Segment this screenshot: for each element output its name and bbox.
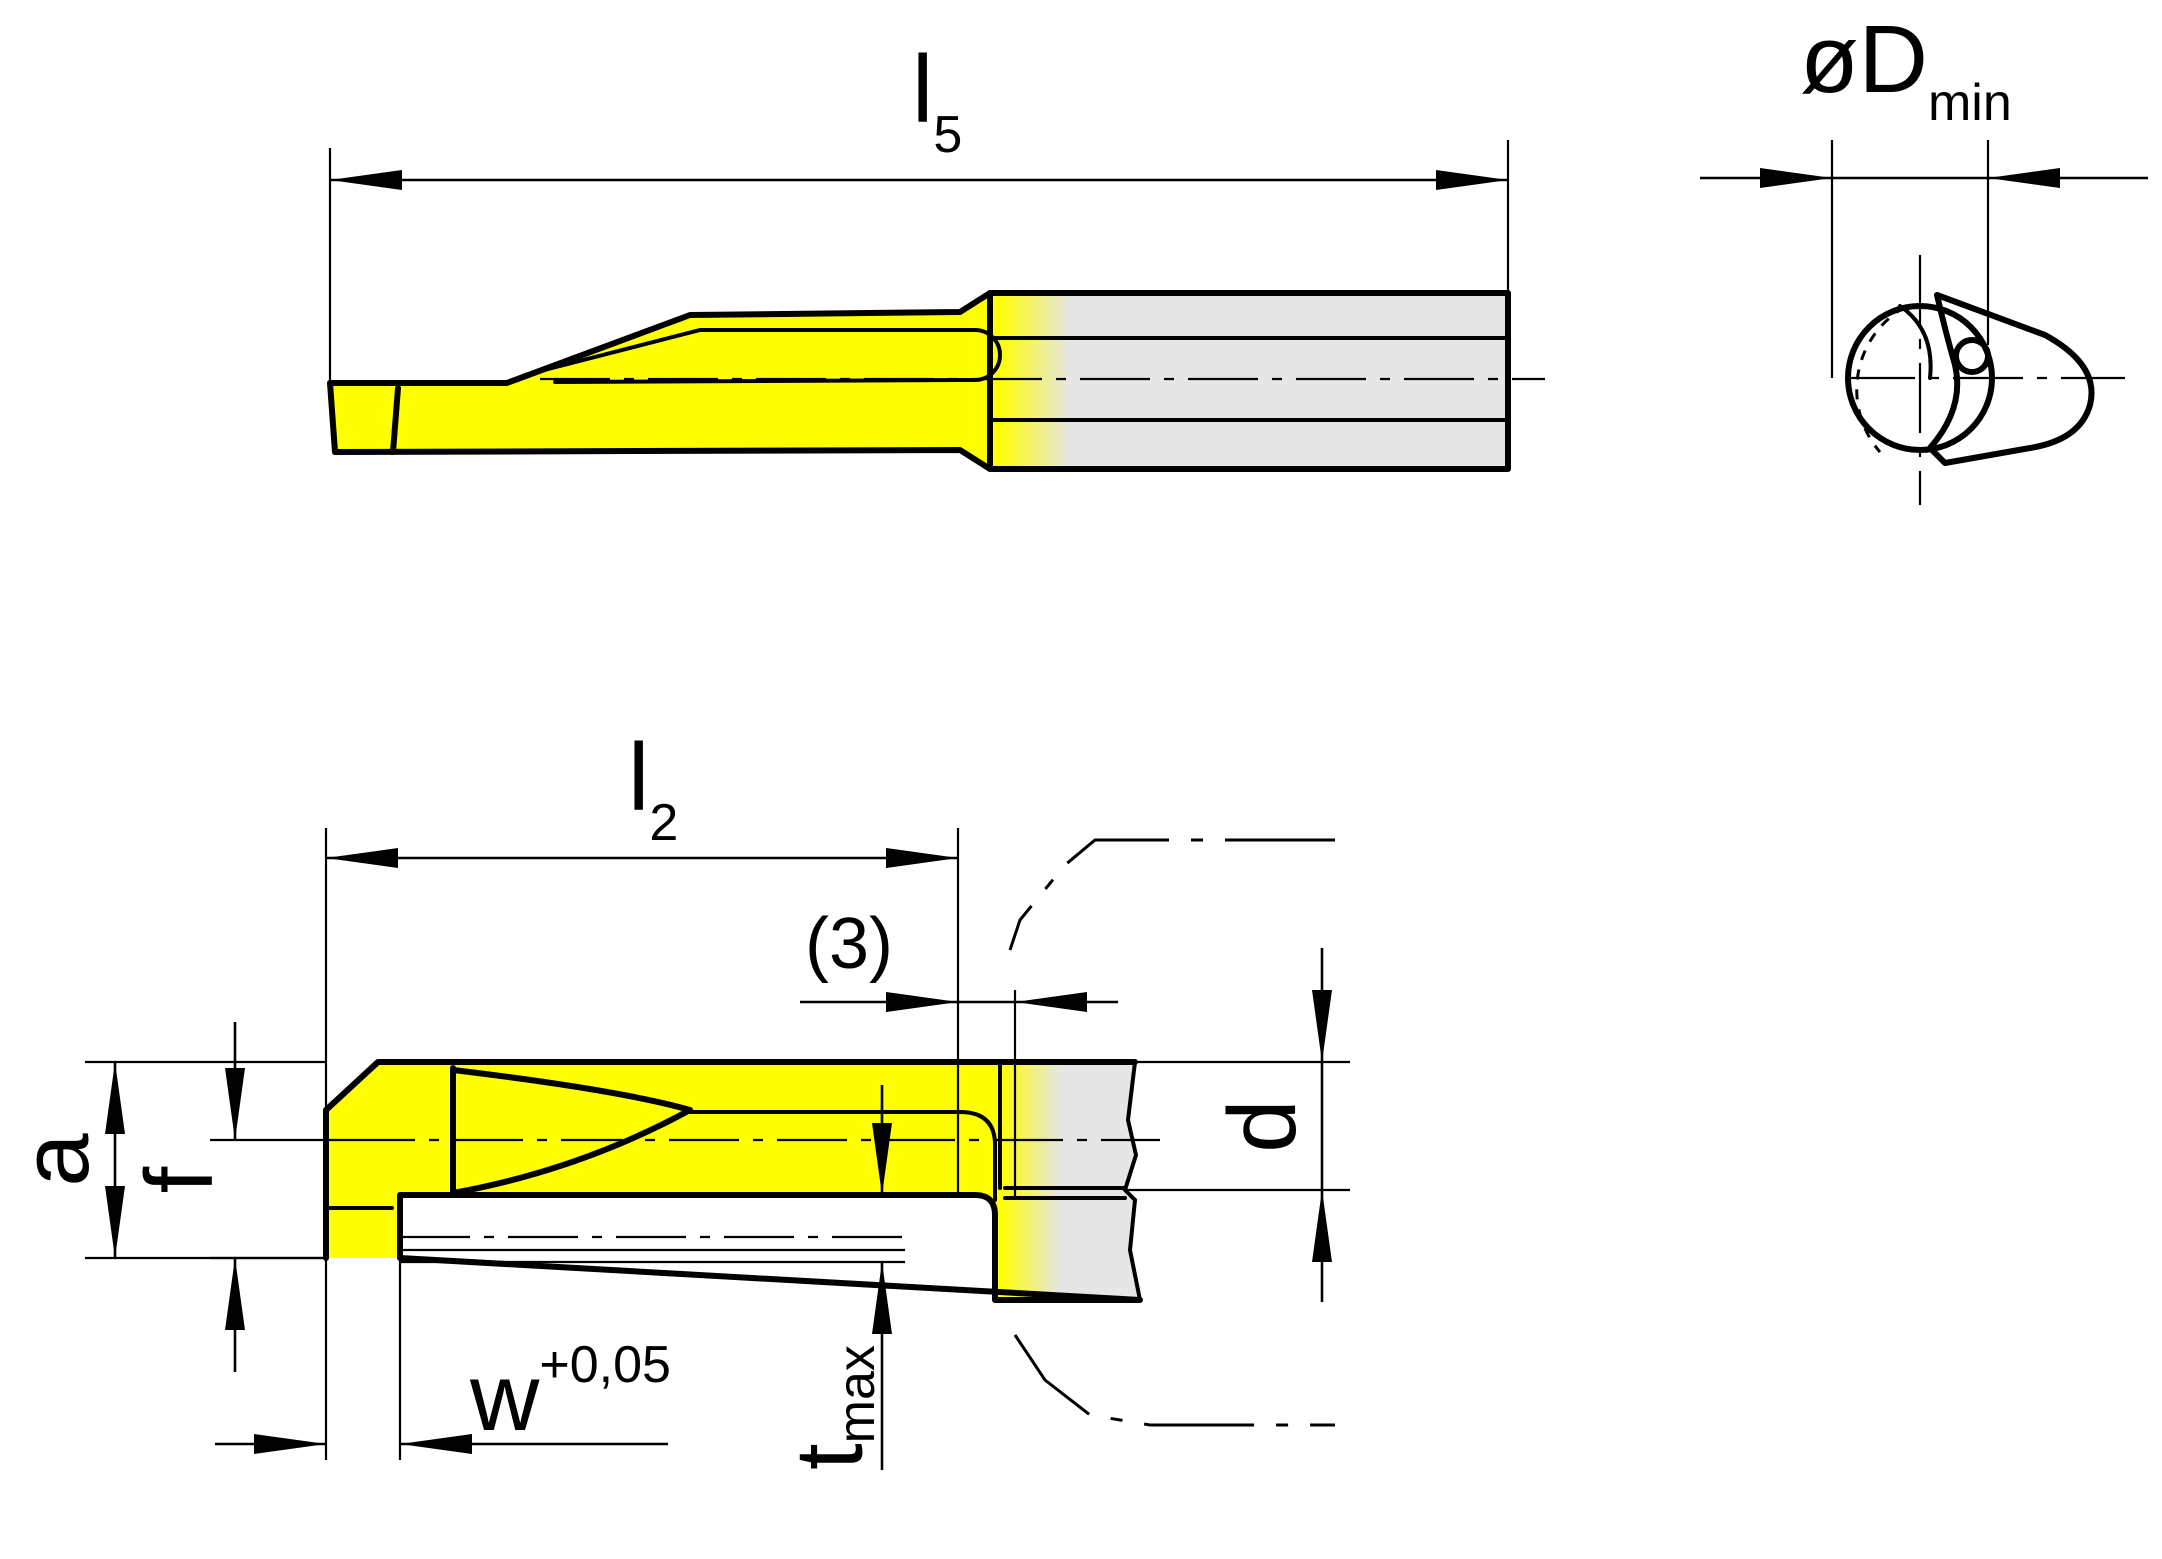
detail-carbide-body [326,1062,1005,1300]
detail-view: l2 (3) a f d [2,724,1350,1470]
dim-l2-symbol: l [628,724,649,831]
side-tip-edge [390,385,401,455]
dim-ref-arrow-left [886,992,958,1012]
end-view: øDmin [1700,6,2148,505]
dim-d-arrow-top [1312,990,1332,1062]
dim-f-arrow-top [225,1068,245,1140]
dim-dmin-symbol: D [1859,6,1928,113]
dim-t-arrow-bottom [872,1262,892,1334]
detail-top-groove [688,1110,997,1202]
dim-w-label: w+0,05 [469,1336,671,1451]
dim-f-label: f [126,1166,233,1193]
dim-w-arrow-left [254,1434,326,1454]
dim-l5-subscript: 5 [933,106,962,164]
dim-l2-subscript: 2 [649,794,678,852]
dim-a-arrow-bottom [105,1186,125,1258]
end-flute [1898,304,1933,380]
dim-w-tolerance: +0,05 [539,1336,671,1394]
side-view: l5 [327,36,1545,472]
end-clearance-arc [1855,305,1906,453]
dim-w-symbol: w [469,1344,540,1451]
side-shank [1000,293,1508,469]
dim-l5-symbol: l [912,36,933,143]
dim-l5-label: l5 [912,36,962,164]
dim-ref-arrow-right [1015,992,1087,1012]
dim-f-arrow-bottom [225,1258,245,1330]
side-fade [998,295,1070,467]
dim-l2-arrow-left [326,848,398,868]
dim-t-label: tmax [776,1345,886,1470]
detail-bore-outline-top [1008,838,1335,951]
dim-t-subscript: max [828,1345,886,1443]
dim-dmin-arrow-right [1988,168,2060,188]
dim-l2-arrow-right [886,848,958,868]
dim-dmin-prefix: ø [1800,6,1859,113]
dim-dmin-subscript: min [1928,74,2012,132]
dim-t-symbol: t [776,1443,883,1470]
detail-bore-outline-bottom [1013,1334,1335,1427]
dim-d-label: d [1209,1099,1316,1152]
side-neck-edge [523,328,962,377]
dim-l5-arrow-left [330,170,402,190]
dim-dmin-arrow-left [1760,168,1832,188]
dim-ref-label: (3) [805,904,893,984]
dim-a-label: a [2,1133,109,1187]
side-neck-edge-lower [553,378,962,384]
end-coolant-hole [1953,337,1991,375]
dim-l5-arrow-right [1436,170,1508,190]
dim-d-arrow-bottom [1312,1190,1332,1262]
detail-fade [1000,1064,1060,1298]
dim-w-arrow-right [400,1434,472,1454]
dim-l2-label: l2 [628,724,678,852]
dim-t-arrow-top [872,1123,892,1195]
dim-a-arrow-top [105,1062,125,1134]
dim-dmin-label: øDmin [1800,6,2012,132]
